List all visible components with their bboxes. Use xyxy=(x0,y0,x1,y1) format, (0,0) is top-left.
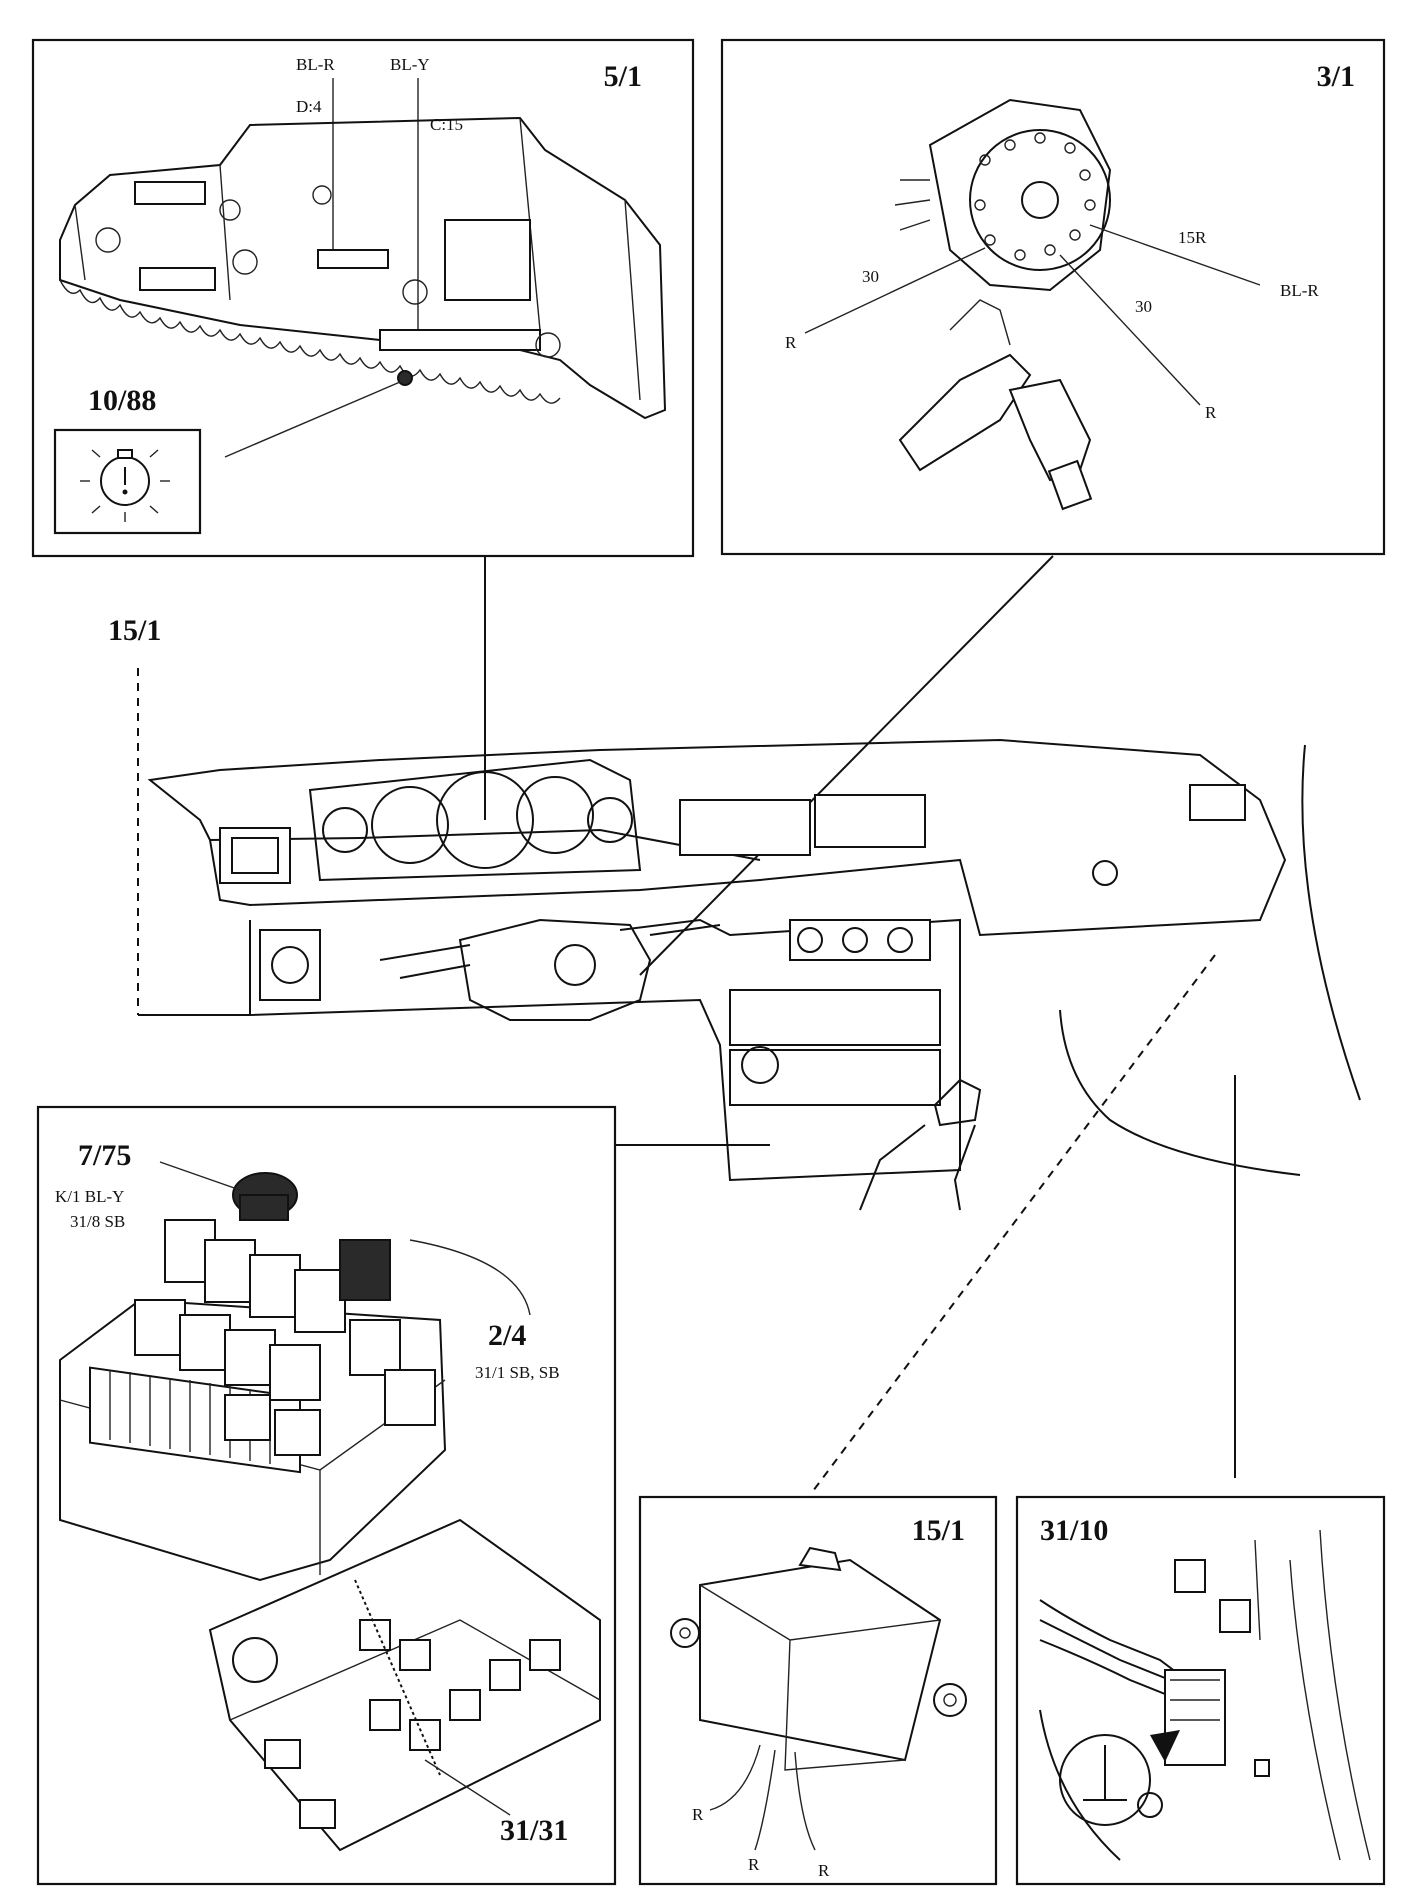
terminal-label-15r: 15R xyxy=(1178,228,1207,247)
ground-symbol-icon xyxy=(1059,1734,1151,1826)
ground-point-drawing xyxy=(1039,1529,1371,1861)
instrument-cluster-drawing xyxy=(59,116,667,420)
panel-ignition-switch: 3/1 30 15R 30 R BL-R R xyxy=(720,38,1386,556)
control-module-drawing xyxy=(670,1546,967,1851)
terminal-label-30-a: 30 xyxy=(862,267,879,286)
relay-7-75-wire-2: 31/8 SB xyxy=(70,1212,125,1231)
fuse-box-ref-31-31: 31/31 xyxy=(500,1814,568,1847)
wire-label-r-bottom: R xyxy=(1205,403,1217,422)
warning-lamp-ref: 10/88 xyxy=(88,384,156,417)
panel-ref-ground-point: 31/10 xyxy=(1040,1514,1108,1547)
relay-2-4-wire: 31/1 SB, SB xyxy=(475,1363,560,1382)
dashboard-ground-ref: 15/1 xyxy=(108,614,161,647)
wire-label-bl-y: BL-Y xyxy=(390,55,430,74)
dashboard-drawing: 15/1 xyxy=(108,614,1361,1211)
pin-label-d4: D:4 xyxy=(296,97,322,116)
panel-relay-box: 7/75 K/1 BL-Y 31/8 SB 2/4 31/1 SB, SB 31… xyxy=(36,1105,617,1886)
relay-ref-7-75: 7/75 xyxy=(78,1139,131,1172)
relay-7-75-wire-1: K/1 BL-Y xyxy=(55,1187,124,1206)
module-wire-r-1: R xyxy=(692,1805,704,1824)
panel-instrument-cluster: 5/1 BL-R BL-Y D:4 C:15 10/88 xyxy=(31,38,695,558)
panel-leader-lines xyxy=(137,555,1236,1496)
warning-lamp-box xyxy=(53,428,202,535)
terminal-label-30-b: 30 xyxy=(1135,297,1152,316)
panel-ref-instrument-cluster: 5/1 xyxy=(604,60,642,93)
wire-label-r-left: R xyxy=(785,333,797,352)
panel-control-module: 15/1 R R R xyxy=(638,1495,998,1886)
wire-label-bl-r: BL-R xyxy=(296,55,335,74)
wire-label-bl-r-right: BL-R xyxy=(1280,281,1319,300)
panel-ground-point: 31/10 xyxy=(1015,1495,1386,1886)
relay-ref-2-4: 2/4 xyxy=(488,1319,526,1352)
panel-ref-ignition-switch: 3/1 xyxy=(1317,60,1355,93)
relay-box-drawing xyxy=(59,1161,601,1852)
pin-label-c15: C:15 xyxy=(430,115,463,134)
module-wire-r-2: R xyxy=(748,1855,760,1874)
panel-ref-control-module: 15/1 xyxy=(912,1514,965,1547)
exclamation-warning-icon xyxy=(80,449,170,522)
module-wire-r-3: R xyxy=(818,1861,830,1880)
ignition-switch-drawing xyxy=(894,98,1112,511)
